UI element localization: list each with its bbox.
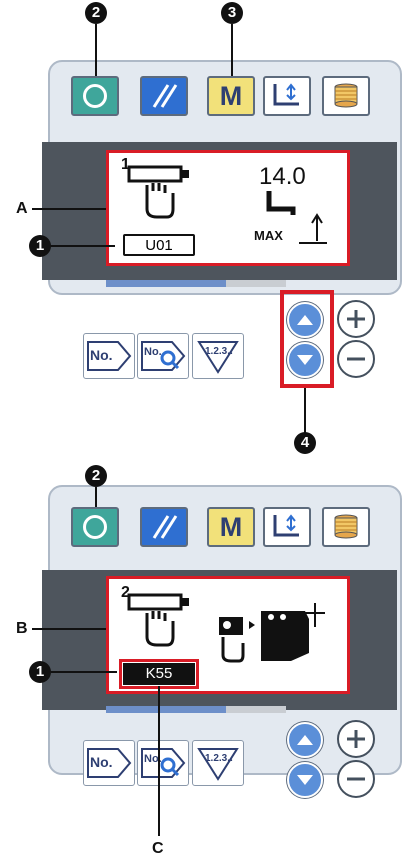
lcd-bar-grey-bottom — [226, 706, 286, 713]
pattern-number-key-label: No. — [90, 754, 113, 770]
reset-key-bottom[interactable] — [140, 507, 188, 547]
bobbin-winder-key[interactable] — [322, 76, 370, 116]
callout-1-bottom: 1 — [29, 661, 51, 683]
bobbin-icon — [334, 514, 358, 539]
error-code-box: K55 — [123, 663, 195, 685]
down-triangle-icon — [297, 355, 313, 365]
needle-thread-icon — [219, 603, 325, 663]
leader-line-b — [32, 628, 106, 630]
pattern-index-bottom: 2 — [121, 584, 130, 601]
pattern-search-key-label: No. — [144, 346, 162, 358]
presser-height-icon — [266, 191, 327, 244]
ready-key-bottom[interactable] — [71, 507, 119, 547]
up-triangle-icon — [297, 735, 313, 745]
plus-icon — [347, 730, 365, 748]
pattern-number-key-bottom[interactable]: No. — [83, 740, 135, 786]
ready-ring-icon — [83, 515, 107, 539]
ready-key[interactable] — [71, 76, 119, 116]
pattern-number-key[interactable]: No. — [83, 333, 135, 379]
callout-1-top: 1 — [29, 235, 51, 257]
hand-press-icon-top — [127, 165, 189, 219]
hand-press-icon-bottom — [127, 593, 189, 647]
pattern-search-key-label: No. — [144, 753, 162, 765]
lcd-screen-bottom: 2 K55 — [106, 576, 350, 694]
lcd-bar-grey-top — [226, 280, 286, 287]
bobbin-icon — [334, 83, 358, 108]
minus-key-bottom[interactable] — [337, 760, 375, 798]
error-code-highlight — [119, 659, 199, 689]
bobbin-winder-key-bottom[interactable] — [322, 507, 370, 547]
no-search-icon — [141, 341, 186, 371]
mode-key-bottom[interactable]: M — [207, 507, 255, 547]
thread-clamp-key[interactable] — [263, 76, 311, 116]
callout-4: 4 — [294, 432, 316, 454]
max-label: MAX — [254, 228, 283, 243]
plus-key-bottom[interactable] — [337, 720, 375, 758]
minus-icon — [347, 777, 365, 781]
plus-key[interactable] — [337, 300, 375, 338]
user-code-box: U01 — [123, 234, 195, 256]
lcd-bar-blue-bottom — [106, 706, 226, 713]
down-arrow-key[interactable] — [287, 342, 323, 378]
leader-line-2-bottom — [95, 487, 97, 512]
no-tag-icon — [87, 341, 132, 371]
leader-line-1-bottom — [51, 671, 117, 673]
leader-line-3 — [231, 24, 233, 76]
leader-line-4 — [304, 388, 306, 433]
sequence-key-label: 1.2.3.. — [205, 753, 233, 764]
arrow-keys-highlight — [280, 290, 334, 388]
triangle-icon — [197, 748, 239, 781]
leader-line-c — [158, 686, 160, 836]
reset-key[interactable] — [140, 76, 188, 116]
label-b: B — [16, 620, 28, 637]
callout-2-top: 2 — [85, 2, 107, 24]
lcd-screen-top: 1 14.0 MAX U01 — [106, 150, 350, 266]
no-search-icon — [141, 748, 186, 778]
up-arrow-key-bottom[interactable] — [287, 722, 323, 758]
down-arrow-key-bottom[interactable] — [287, 762, 323, 798]
lcd-bar-blue-top — [106, 280, 226, 287]
down-triangle-icon — [297, 775, 313, 785]
mode-key-label: M — [219, 512, 243, 542]
ready-ring-icon — [83, 84, 107, 108]
no-tag-icon — [87, 748, 132, 778]
pattern-number-key-label: No. — [90, 347, 113, 363]
mode-key[interactable]: M — [207, 76, 255, 116]
sequence-key[interactable]: 1.2.3.. — [192, 333, 244, 379]
thread-clamp-icon — [273, 83, 299, 106]
leader-line-2-top — [95, 24, 97, 76]
sequence-key-bottom[interactable]: 1.2.3.. — [192, 740, 244, 786]
pattern-search-key-bottom[interactable]: No. — [137, 740, 189, 786]
reset-slash-icon — [152, 84, 178, 108]
minus-key[interactable] — [337, 340, 375, 378]
up-arrow-key[interactable] — [287, 302, 323, 338]
pattern-search-key[interactable]: No. — [137, 333, 189, 379]
reset-slash-icon — [152, 515, 178, 539]
mode-key-label: M — [219, 81, 243, 111]
up-triangle-icon — [297, 315, 313, 325]
label-a: A — [16, 200, 28, 217]
plus-icon — [347, 310, 365, 328]
triangle-icon — [197, 341, 239, 374]
pattern-index-top: 1 — [121, 156, 130, 173]
sequence-key-label: 1.2.3.. — [205, 346, 233, 357]
callout-3: 3 — [221, 2, 243, 24]
thread-clamp-key-bottom[interactable] — [263, 507, 311, 547]
label-c: C — [152, 840, 164, 857]
minus-icon — [347, 357, 365, 361]
callout-2-bottom: 2 — [85, 465, 107, 487]
tension-value: 14.0 — [259, 163, 306, 190]
thread-clamp-icon — [273, 514, 299, 537]
leader-line-a — [32, 208, 106, 210]
leader-line-1-top — [51, 245, 115, 247]
